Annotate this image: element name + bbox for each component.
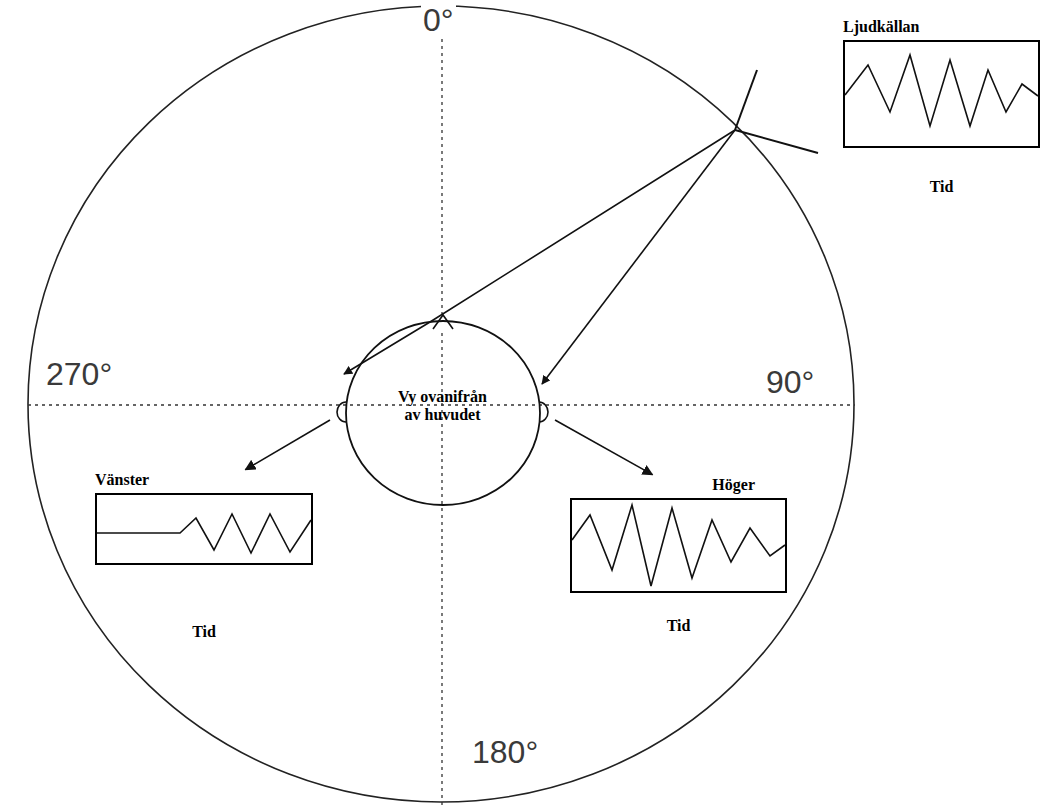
waveform-frame xyxy=(570,498,787,593)
box-heading: Vänster xyxy=(95,471,313,493)
signal-box: LjudkällanTid xyxy=(843,18,1040,197)
angle-label: 270° xyxy=(44,358,114,390)
angle-label: 180° xyxy=(470,736,540,768)
sound-source-symbol xyxy=(735,70,818,153)
sound-path-right xyxy=(542,130,735,384)
axis-label: Tid xyxy=(95,623,313,641)
signal-box: VänsterTid xyxy=(95,471,313,642)
axis-label: Tid xyxy=(570,617,787,635)
angle-label: 90° xyxy=(764,366,816,398)
ear-arrow xyxy=(245,420,330,470)
angle-label: 0° xyxy=(421,4,456,36)
axis-label: Tid xyxy=(843,178,1040,196)
left-waveform xyxy=(97,514,311,553)
box-heading: Ljudkällan xyxy=(843,18,1040,40)
ear-arrow xyxy=(555,420,652,475)
head-caption: Vy ovanifrån av huvudet xyxy=(391,388,495,425)
box-heading: Höger xyxy=(570,476,787,498)
waveform-frame xyxy=(843,40,1040,148)
source-waveform xyxy=(845,55,1038,126)
head-circle: Vy ovanifrån av huvudet xyxy=(330,312,555,512)
right-waveform xyxy=(572,505,785,586)
waveform-frame xyxy=(95,493,313,565)
outer-circle xyxy=(28,6,854,802)
signal-box: HögerTid xyxy=(570,476,787,636)
sound-path-left xyxy=(344,130,735,374)
